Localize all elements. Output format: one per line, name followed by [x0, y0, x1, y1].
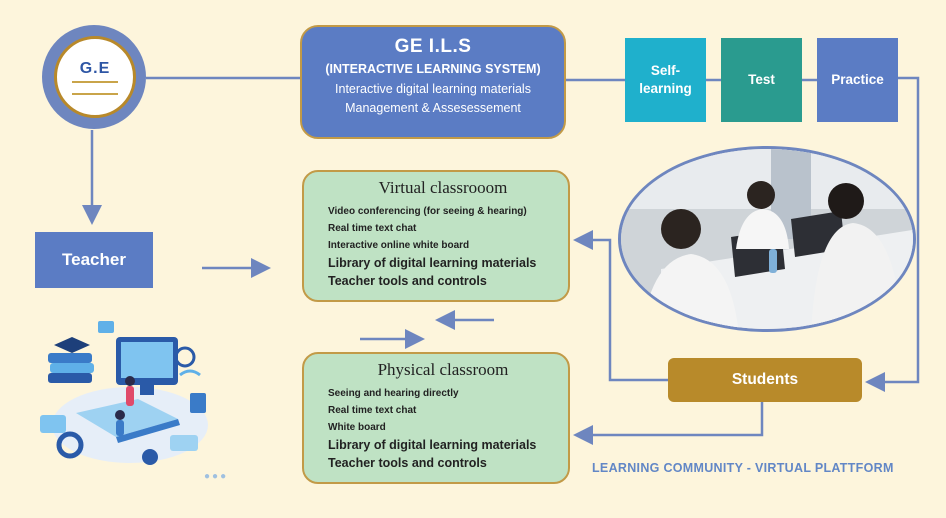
test-box: Test: [721, 38, 802, 122]
ils-title: GE I.L.S: [394, 36, 472, 57]
virtual-classroom-title: Virtual classrooom: [378, 178, 508, 197]
physical-item: Seeing and hearing directly: [328, 388, 459, 399]
practice-label: Practice: [831, 72, 884, 87]
ils-subtitle: (INTERACTIVE LEARNING SYSTEM): [325, 62, 541, 76]
ils-line-management: Management & Assesessement: [345, 101, 521, 115]
virtual-item: Interactive online white board: [328, 240, 470, 251]
virtual-item: Teacher tools and controls: [328, 274, 487, 288]
students-to-virtual-arrow: [573, 230, 668, 382]
physical-item: Teacher tools and controls: [328, 456, 487, 470]
footer-caption: LEARNING COMMUNITY - VIRTUAL PLATTFORM: [592, 461, 894, 475]
teacher-label: Teacher: [62, 250, 126, 269]
teacher-box: Teacher: [35, 232, 153, 288]
e-learning-illustration: [40, 321, 208, 465]
virtual-item: Video conferencing (for seeing & hearing…: [328, 206, 527, 217]
practice-to-students-line: [865, 76, 920, 392]
practice-box: Practice: [817, 38, 898, 122]
ils-line-materials: Interactive digital learning materials: [335, 82, 531, 96]
ge-logo-badge: G.E: [54, 36, 136, 118]
students-label: Students: [731, 371, 799, 388]
test-label: Test: [748, 72, 775, 87]
logo-emblem: [72, 80, 118, 95]
physical-item: Real time text chat: [328, 405, 417, 416]
physical-classroom-box: Physical classroom Seeing and hearing di…: [302, 352, 570, 484]
physical-item: Library of digital learning materials: [328, 438, 537, 452]
logo-text: G.E: [79, 59, 111, 77]
decoration-dots: ●●●: [204, 471, 229, 482]
physical-classroom-title: Physical classroom: [377, 360, 509, 379]
virtual-classroom-box: Virtual classrooom Video conferencing (f…: [302, 170, 570, 302]
students-to-physical-arrow: [573, 402, 764, 445]
physical-item: White board: [328, 422, 386, 433]
virtual-item: Library of digital learning materials: [328, 256, 537, 270]
students-box: Students: [668, 358, 862, 402]
self-learning-box: Self-learning: [625, 38, 706, 122]
ge-ils-box: GE I.L.S (INTERACTIVE LEARNING SYSTEM) I…: [300, 25, 566, 139]
students-photo: [618, 146, 916, 332]
virtual-item: Real time text chat: [328, 223, 417, 234]
self-learning-label: Self-learning: [639, 63, 692, 96]
